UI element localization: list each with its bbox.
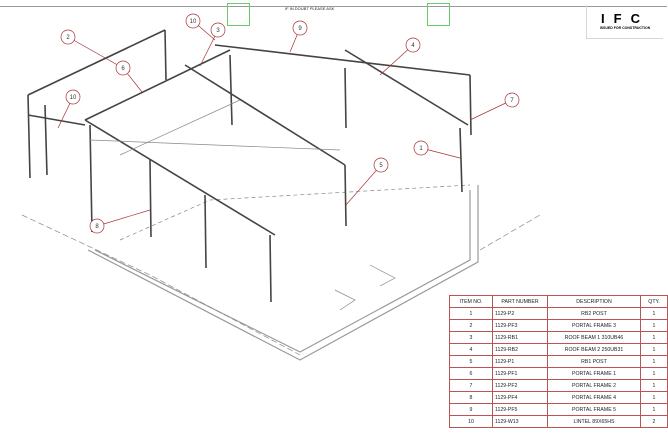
ifc-logo-subtitle: ISSUED FOR CONSTRUCTION <box>599 26 651 30</box>
part-number-cell: 1129-PF3 <box>492 319 548 332</box>
svg-text:8: 8 <box>95 224 99 230</box>
balloon-6: 6 <box>115 60 143 93</box>
item-no-cell: 7 <box>449 379 493 392</box>
part-balloons: 2 10 3 9 4 7 1 5 6 10 8 <box>57 13 520 234</box>
qty-cell: 1 <box>640 307 668 320</box>
green-marker-box <box>427 3 450 26</box>
description-cell: PORTAL FRAME 3 <box>547 319 641 332</box>
svg-text:1: 1 <box>419 146 423 152</box>
col-part-number: PART NUMBER <box>492 295 548 308</box>
floor-slab <box>21 184 541 361</box>
balloon-10: 10 <box>185 13 216 41</box>
part-number-cell: 1129-P1 <box>492 355 548 368</box>
part-number-cell: 1129-W13 <box>492 415 548 428</box>
item-no-cell: 8 <box>449 391 493 404</box>
qty-cell: 2 <box>640 415 668 428</box>
part-number-cell: 1129-PF2 <box>492 379 548 392</box>
item-no-cell: 9 <box>449 403 493 416</box>
balloon-8: 8 <box>89 209 151 234</box>
col-item-no: ITEM NO. <box>449 295 493 308</box>
description-cell: PORTAL FRAME 5 <box>547 403 641 416</box>
table-header-row: ITEM NO. PART NUMBER DESCRIPTION QTY. <box>449 295 668 308</box>
col-description: DESCRIPTION <box>547 295 641 308</box>
part-number-cell: 1129-RB1 <box>492 331 548 344</box>
svg-text:6: 6 <box>121 66 125 72</box>
description-cell: ROOF BEAM 2 250UB31 <box>547 343 641 356</box>
ifc-logo-text: IFC <box>601 11 649 26</box>
green-marker-box <box>227 3 250 26</box>
item-no-cell: 6 <box>449 367 493 380</box>
balloon-10-left: 10 <box>57 89 81 129</box>
qty-cell: 1 <box>640 367 668 380</box>
description-cell: PORTAL FRAME 1 <box>547 367 641 380</box>
svg-text:7: 7 <box>510 98 514 104</box>
part-number-cell: 1129-RB2 <box>492 343 548 356</box>
item-no-cell: 4 <box>449 343 493 356</box>
svg-text:10: 10 <box>70 95 77 101</box>
item-no-cell: 3 <box>449 331 493 344</box>
svg-text:9: 9 <box>298 26 302 32</box>
description-cell: ROOF BEAM 1 310UB46 <box>547 331 641 344</box>
description-cell: RB2 POST <box>547 307 641 320</box>
item-no-cell: 10 <box>449 415 493 428</box>
description-cell: PORTAL FRAME 4 <box>547 391 641 404</box>
qty-cell: 1 <box>640 355 668 368</box>
svg-text:4: 4 <box>411 43 415 49</box>
part-number-cell: 1129-PF1 <box>492 367 548 380</box>
qty-cell: 1 <box>640 391 668 404</box>
balloon-9: 9 <box>289 20 308 53</box>
qty-cell: 1 <box>640 403 668 416</box>
doubt-note: IF IN DOUBT PLEASE ASK <box>285 6 335 11</box>
balloon-4: 4 <box>379 37 421 76</box>
sheet-border <box>0 6 667 7</box>
description-cell: PORTAL FRAME 2 <box>547 379 641 392</box>
part-number-cell: 1129-PF4 <box>492 391 548 404</box>
part-number-cell: 1129-P2 <box>492 307 548 320</box>
balloon-7: 7 <box>469 92 520 121</box>
svg-text:5: 5 <box>379 163 383 169</box>
balloon-5: 5 <box>345 157 389 206</box>
item-no-cell: 5 <box>449 355 493 368</box>
steel-frames <box>27 29 472 303</box>
svg-text:2: 2 <box>66 35 70 41</box>
qty-cell: 1 <box>640 331 668 344</box>
description-cell: LINTEL 89X65HS <box>547 415 641 428</box>
qty-cell: 1 <box>640 379 668 392</box>
item-no-cell: 1 <box>449 307 493 320</box>
svg-text:10: 10 <box>190 19 197 25</box>
qty-cell: 1 <box>640 319 668 332</box>
qty-cell: 1 <box>640 343 668 356</box>
balloon-1: 1 <box>413 140 461 159</box>
part-number-cell: 1129-PF5 <box>492 403 548 416</box>
col-qty: QTY. <box>640 295 668 308</box>
balloon-3: 3 <box>199 22 226 67</box>
ifc-stamp: IFC ISSUED FOR CONSTRUCTION <box>586 5 663 39</box>
item-no-cell: 2 <box>449 319 493 332</box>
description-cell: RB1 POST <box>547 355 641 368</box>
svg-text:3: 3 <box>216 28 220 34</box>
